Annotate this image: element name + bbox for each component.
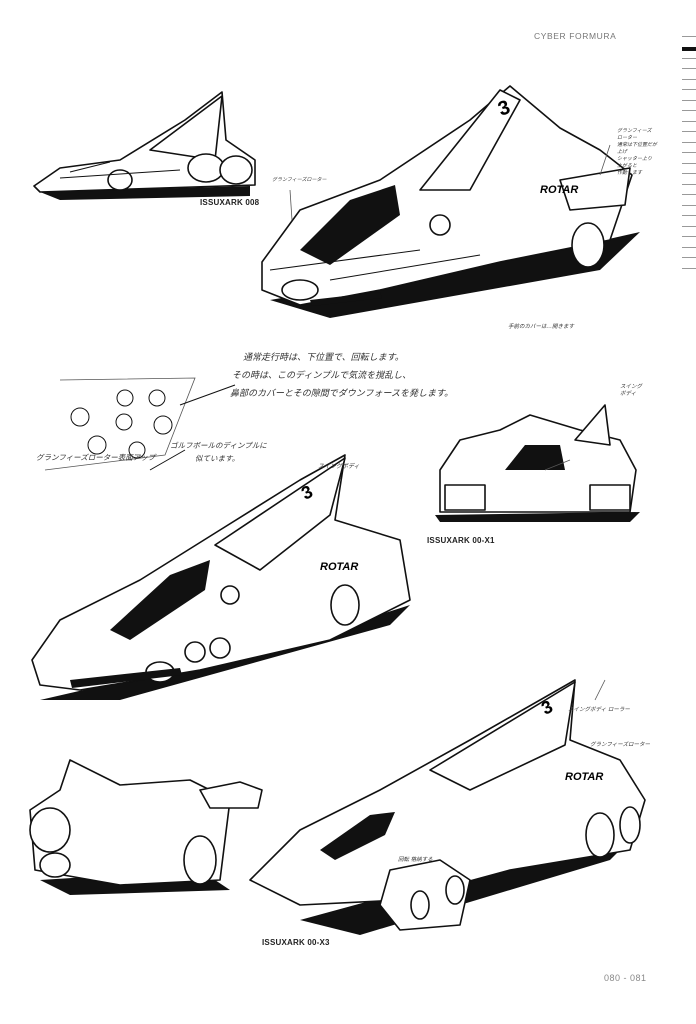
sketch-008-perspective: 3 ROTAR [261, 85, 640, 318]
note-front: 手前のカバーは…開きます [508, 324, 575, 330]
note-line-2: その時は、このディンプルで気流を撹乱し、 [232, 371, 412, 381]
sketch-00x3-rear-view [29, 759, 263, 895]
caption-issuxark-008: ISSUXARK 008 [200, 198, 260, 207]
decal-brand-3: ROTAR [565, 771, 603, 783]
note-rotor-small: グランフィーズローター [272, 177, 327, 183]
page-number: 080 - 081 [604, 973, 647, 983]
sketch-00x3-perspective: 3 ROTAR [249, 679, 646, 935]
note-dimple-a: ゴルフボールのディンプルに [170, 441, 267, 450]
decal-brand-2: ROTAR [320, 561, 358, 573]
series-title: CYBER FORMURA [534, 31, 617, 41]
note-rotor-top: グランフィーズローター通常は下位置だが上げシャッター上り上がると作動します [617, 128, 658, 176]
sketch-008-side-view [33, 91, 256, 200]
caption-issuxark-00-x3: ISSUXARK 00-X3 [262, 938, 330, 947]
section-index-tabs [682, 36, 696, 278]
note-swing-body-x3: スイングボディ ローラー [568, 707, 630, 713]
note-line-3: 鼻部のカバーとその隙間でダウンフォースを発します。 [230, 389, 454, 399]
note-dimple-b: 似ています。 [195, 454, 240, 463]
note-rotor-x3: グランフィーズローター [590, 742, 650, 748]
decal-brand: ROTAR [540, 184, 578, 196]
note-line-1: 通常走行時は、下位置で、回転します。 [243, 353, 404, 363]
caption-issuxark-00-x1: ISSUXARK 00-X1 [427, 536, 495, 545]
sketch-00x1-perspective: 3 ROTAR [31, 454, 411, 700]
note-swing-body-x1: スイングボディ [620, 384, 643, 397]
note-rotor-surface: グランフィーズローター表面アップ [36, 453, 156, 462]
sketch-00x1-front-view [435, 404, 640, 522]
note-swing-body: スイングボディ [318, 463, 360, 470]
note-x3: 回転 格納する [398, 857, 433, 863]
sketch-dimple-closeup [44, 377, 236, 471]
